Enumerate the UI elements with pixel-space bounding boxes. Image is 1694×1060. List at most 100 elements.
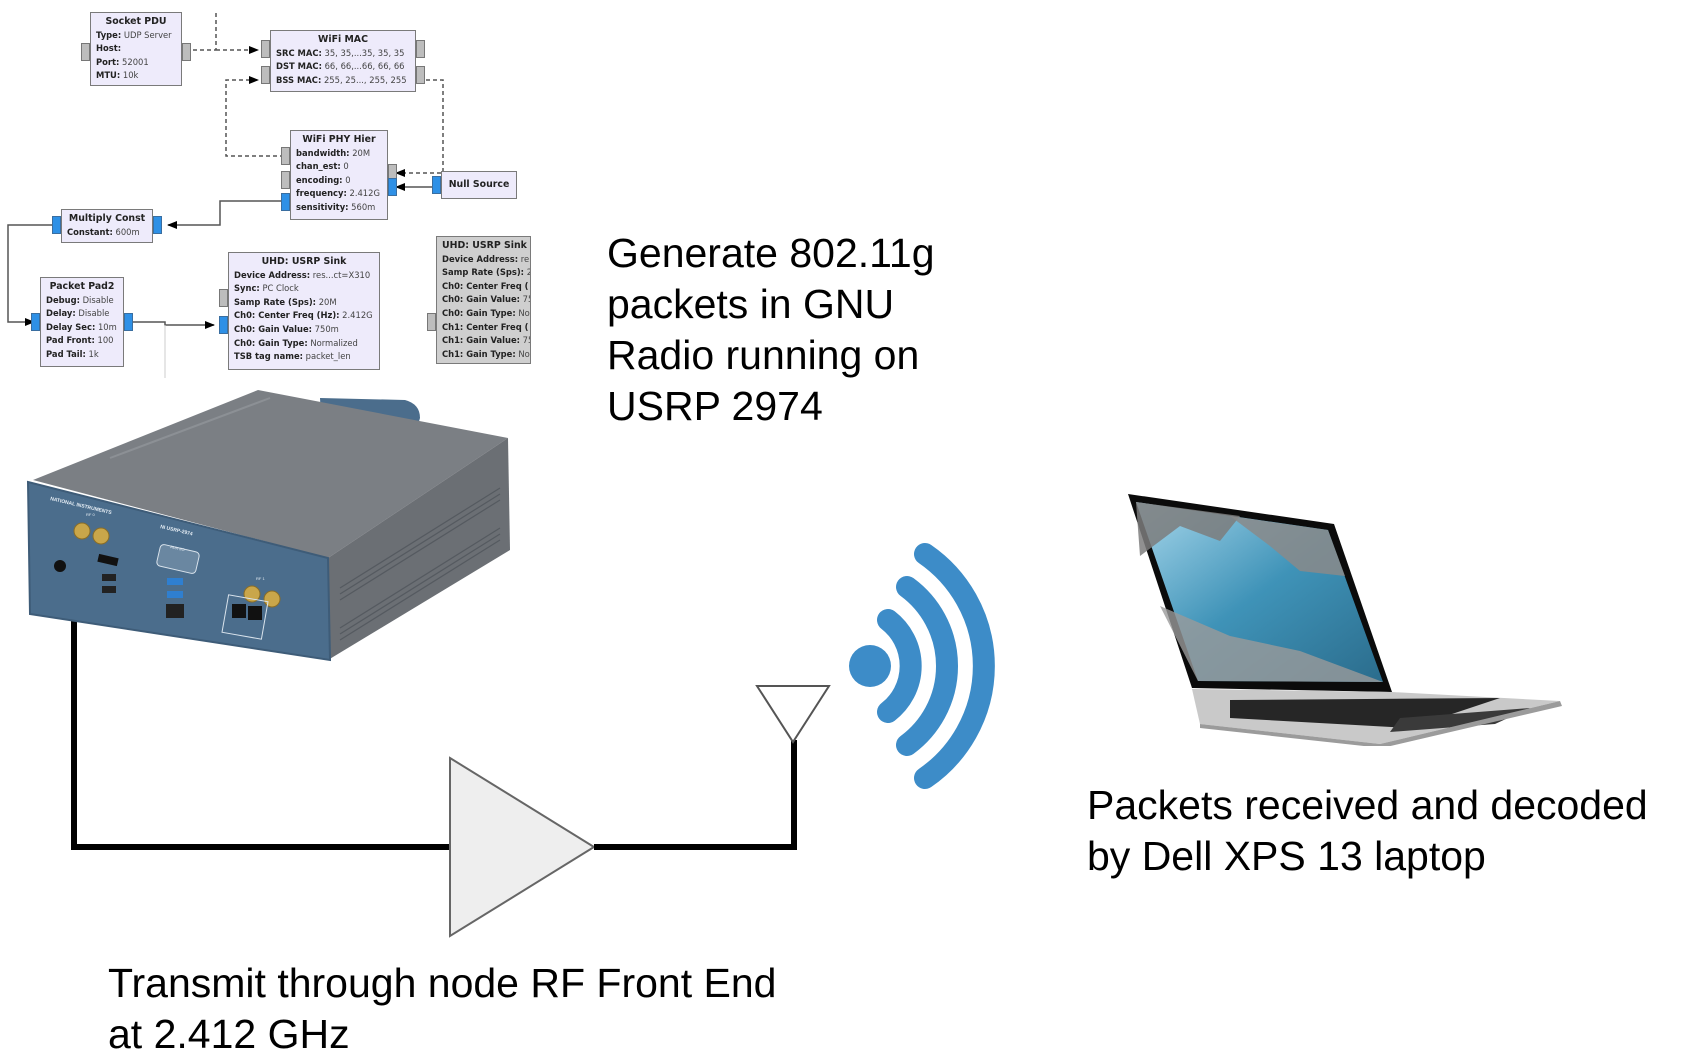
block-title: WiFi PHY Hier xyxy=(302,134,376,145)
param-value: No xyxy=(515,348,530,359)
port-mac-out1[interactable] xyxy=(416,40,425,58)
block-param: frequency: 2.412G xyxy=(296,187,382,201)
port-mac-in2[interactable] xyxy=(261,66,270,84)
param-value: Disable xyxy=(75,308,110,319)
block-title: UHD: USRP Sink xyxy=(261,256,347,267)
port-sink2-msg-in[interactable] xyxy=(427,313,436,331)
param-key: SRC MAC: xyxy=(276,47,322,58)
param-key: Samp Rate (Sps): xyxy=(442,267,525,278)
port-mult-in[interactable] xyxy=(153,216,162,234)
antenna-icon xyxy=(755,685,831,744)
port-socket-in[interactable] xyxy=(81,43,90,61)
port-phy-stream-out[interactable] xyxy=(281,193,290,211)
param-key: Samp Rate (Sps): xyxy=(234,296,317,307)
param-key: Ch0: Gain Type: xyxy=(442,307,516,318)
port-null-out[interactable] xyxy=(432,176,441,194)
param-value: PC Clock xyxy=(259,283,299,294)
wifi-signal-icon xyxy=(849,543,995,789)
block-title: UHD: USRP Sink xyxy=(442,240,527,251)
port-socket-out[interactable] xyxy=(182,43,191,61)
port-phy-msg-out2[interactable] xyxy=(281,171,290,189)
block-title: Packet Pad2 xyxy=(49,281,115,292)
param-value: 20M xyxy=(349,147,371,158)
block-param: Pad Tail: 1k xyxy=(46,348,118,362)
param-key: Ch1: Center Freq ( xyxy=(442,321,529,332)
block-param: SRC MAC: 35, 35,...35, 35, 35 xyxy=(276,47,410,61)
param-value: 2.412G xyxy=(339,310,373,321)
conn-phy-to-mac xyxy=(225,76,284,157)
block-title: WiFi MAC xyxy=(318,34,368,45)
block-param: bandwidth: 20M xyxy=(296,147,382,161)
param-key: TSB tag name: xyxy=(234,351,303,362)
port-pad-in[interactable] xyxy=(31,313,40,331)
port-mac-out2[interactable] xyxy=(416,66,425,84)
conn-mac-to-phy xyxy=(395,79,444,177)
port-phy-stream-in[interactable] xyxy=(388,178,397,196)
param-value: 1k xyxy=(85,348,99,359)
block-null-source[interactable]: Null Source xyxy=(441,171,517,199)
block-param: Ch0: Gain Value: 75 xyxy=(442,293,530,307)
dell-xps-13-laptop: DELL xyxy=(1128,494,1562,746)
block-param: Ch0: Center Freq ( xyxy=(442,280,528,294)
rf-cable-amp-to-antenna xyxy=(594,740,797,850)
block-param: Ch1: Gain Type: No xyxy=(442,348,530,362)
block-param: Debug: Disable xyxy=(46,294,118,308)
param-key: Device Address: xyxy=(234,269,311,280)
amplifier-icon xyxy=(449,756,596,938)
block-param: encoding: 0 xyxy=(296,174,382,188)
block-param: Ch0: Gain Value: 750m xyxy=(234,323,374,337)
param-value: 0 xyxy=(342,174,351,185)
param-key: Pad Front: xyxy=(46,335,95,346)
param-key: Ch1: Gain Type: xyxy=(442,348,516,359)
param-value: 750m xyxy=(312,323,339,334)
param-key: Ch0: Gain Value: xyxy=(442,294,521,305)
param-value: 2 xyxy=(524,267,530,277)
conn-mult-to-pad xyxy=(7,224,56,326)
port-phy-msg-out[interactable] xyxy=(281,147,290,165)
param-key: Delay: xyxy=(46,308,76,319)
param-key: Ch1: Gain Value: xyxy=(442,335,521,346)
usrp-rf1-label: RF 1 xyxy=(256,576,265,581)
param-value: 66, 66,...66, 66, 66 xyxy=(321,61,405,72)
param-value: packet_len xyxy=(302,351,351,362)
caption-generate: Generate 802.11g packets in GNU Radio ru… xyxy=(607,230,935,429)
param-key: Sync: xyxy=(234,283,260,294)
caption-transmit: Transmit through node RF Front End at 2.… xyxy=(108,960,777,1057)
port-pad-out[interactable] xyxy=(124,313,133,331)
param-value: Normalized xyxy=(307,337,358,348)
rf-cable-usrp-to-amp xyxy=(71,545,450,850)
caption-receive: Packets received and decoded by Dell XPS… xyxy=(1087,782,1648,879)
param-key: bandwidth: xyxy=(296,147,350,158)
param-value: 10k xyxy=(120,70,139,81)
param-value: 20M xyxy=(316,296,337,307)
port-mac-in1[interactable] xyxy=(261,40,270,58)
block-param: Ch0: Gain Type: Normalized xyxy=(234,337,374,351)
block-param: Ch1: Center Freq ( xyxy=(442,321,529,335)
usrp-rf0-label: RF 0 xyxy=(86,512,95,517)
block-param: BSS MAC: 255, 25..., 255, 255 xyxy=(276,74,410,88)
port-mult-out[interactable] xyxy=(52,216,61,234)
block-param: DST MAC: 66, 66,...66, 66, 66 xyxy=(276,60,410,74)
port-sink-stream-in[interactable] xyxy=(219,316,228,334)
port-sink-msg-in[interactable] xyxy=(219,289,228,307)
block-param: Delay: Disable xyxy=(46,307,118,321)
block-param: Ch1: Gain Value: 75 xyxy=(442,334,530,348)
block-param: Samp Rate (Sps): 20M xyxy=(234,296,374,310)
param-key: frequency: xyxy=(296,188,347,199)
param-key: Debug: xyxy=(46,294,80,305)
param-value: 10m xyxy=(95,321,117,332)
block-param: Constant: 600m xyxy=(67,226,147,240)
param-value: 75 xyxy=(522,335,530,346)
block-param: Host: xyxy=(96,42,176,56)
param-key: MTU: xyxy=(96,70,121,81)
usrp-2974-device: NATIONAL INSTRUMENTS NI USRP-2974 RF 0 A… xyxy=(26,390,510,662)
